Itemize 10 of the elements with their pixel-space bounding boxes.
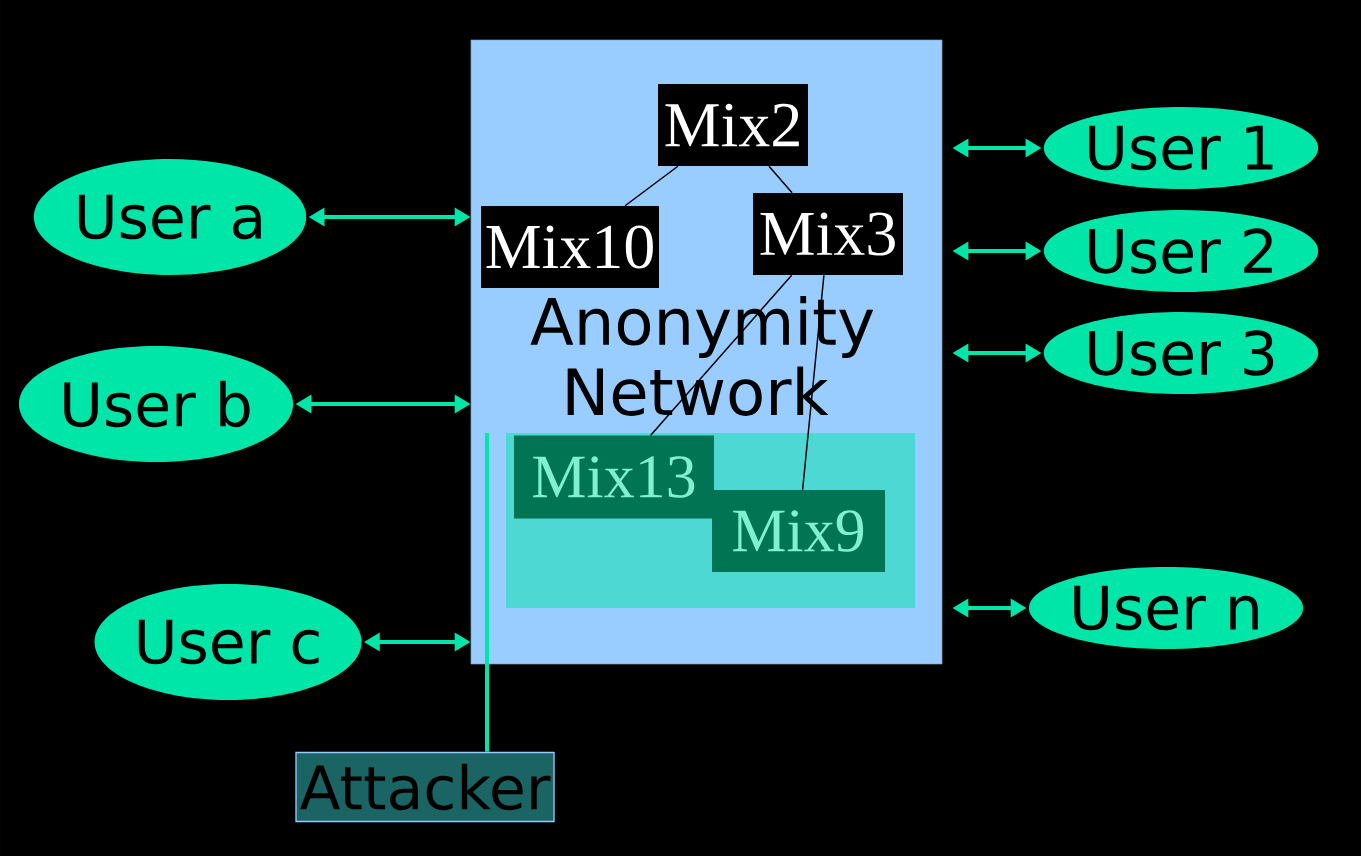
attacker-box: Attacker	[295, 751, 555, 823]
mix-box: Mix3	[753, 193, 903, 275]
connector-line	[801, 274, 825, 491]
mix-box: Mix13	[514, 435, 714, 519]
mix-box: Mix10	[481, 206, 659, 288]
connector-line	[624, 165, 679, 207]
mix-box: Mix2	[658, 84, 808, 166]
connector-line	[768, 165, 793, 194]
mix-box: Mix9	[712, 490, 885, 572]
connector-line	[485, 433, 489, 752]
